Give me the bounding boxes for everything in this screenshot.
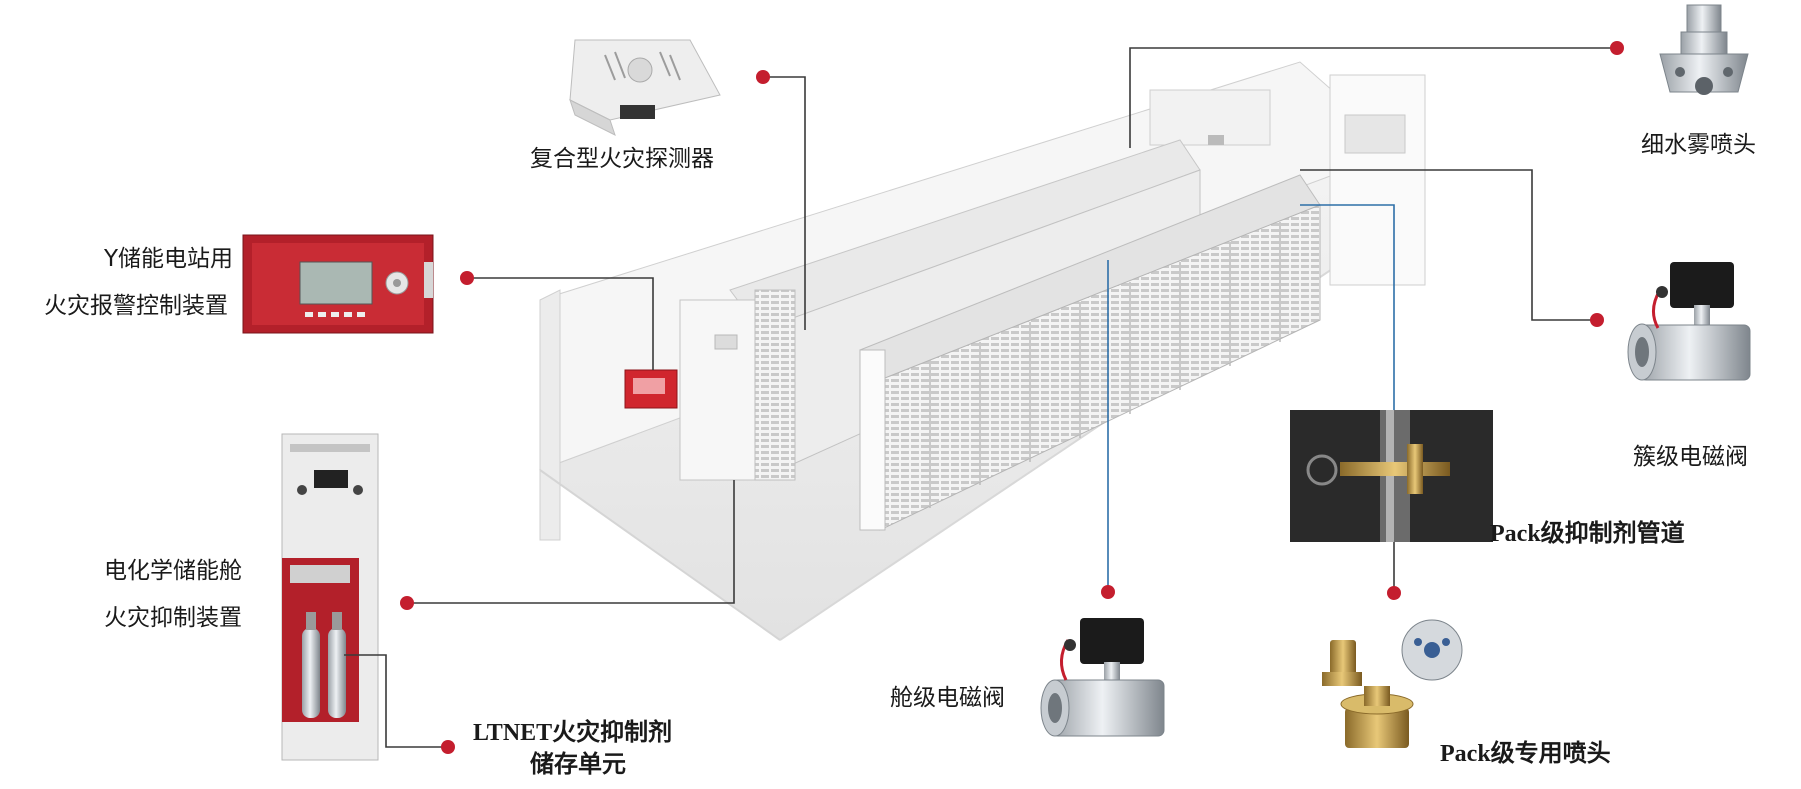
marker-storage	[441, 740, 455, 754]
marker-cabin-valve	[1101, 585, 1115, 599]
marker-cluster-valve	[1590, 313, 1604, 327]
label-detector: 复合型火灾探测器	[530, 146, 714, 172]
marker-detector	[756, 70, 770, 84]
leader-lines	[344, 47, 1617, 748]
marker-pack-nozzle	[1387, 586, 1401, 600]
label-alarm-line2: 火灾报警控制装置	[44, 293, 228, 319]
label-suppression-line1: 电化学储能舱	[104, 558, 242, 584]
container-end-unit	[1329, 74, 1426, 286]
control-cabinet	[679, 299, 756, 481]
cluster-solenoid-valve-image	[1627, 262, 1751, 381]
marker-alarm	[460, 271, 474, 285]
pack-nozzle-image	[1322, 619, 1463, 748]
marker-fine-mist	[1610, 41, 1624, 55]
composite-detector-image	[569, 39, 721, 136]
label-fine-mist: 细水雾喷头	[1641, 132, 1756, 158]
label-cabin-valve: 舱级电磁阀	[890, 685, 1005, 711]
container-left-wall	[539, 289, 561, 541]
label-pack-nozzle: Pack级专用喷头	[1440, 741, 1611, 767]
label-suppression-line2: 火灾抑制装置	[104, 605, 242, 631]
suppression-cabinet-image	[281, 433, 379, 761]
label-storage-line1: LTNET火灾抑制剂	[473, 720, 673, 746]
label-cluster-valve: 簇级电磁阀	[1633, 444, 1748, 470]
container-illustration	[538, 61, 1426, 641]
battery-rack-front-end	[859, 349, 886, 531]
markers	[400, 41, 1624, 754]
fine-mist-nozzle-image	[1659, 4, 1749, 95]
label-storage-line2: 储存单元	[530, 752, 626, 778]
marker-suppression	[400, 596, 414, 610]
alarm-controller-image	[242, 234, 434, 334]
cabin-solenoid-valve-image	[1040, 618, 1165, 737]
pack-pipe-photo	[1290, 410, 1493, 542]
label-alarm-line1: Y储能电站用	[104, 246, 234, 272]
label-pack-pipe: Pack级抑制剂管道	[1490, 521, 1685, 547]
